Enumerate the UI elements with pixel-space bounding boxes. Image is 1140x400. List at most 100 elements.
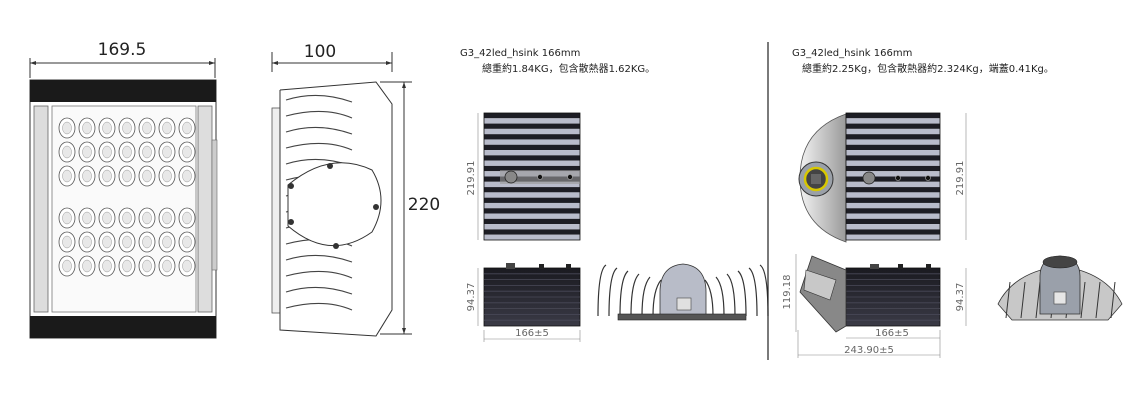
end-fin xyxy=(704,279,714,317)
front-top-cap xyxy=(30,80,216,102)
led-lens-inner xyxy=(62,121,72,135)
end-fin xyxy=(1020,281,1026,319)
led-lens-inner xyxy=(102,259,112,273)
end-fin xyxy=(1080,281,1086,319)
led-lens-inner xyxy=(102,211,112,225)
heatsink-fin xyxy=(846,218,940,225)
front-view: 169.5 xyxy=(29,40,218,339)
led-lens-inner xyxy=(62,211,72,225)
led-lens-inner xyxy=(82,145,92,159)
led-lens-inner xyxy=(82,121,92,135)
fin-rib xyxy=(285,126,353,135)
heatsink-fin xyxy=(484,213,580,219)
heatsink-fin xyxy=(846,181,940,188)
heatsink-fin xyxy=(484,128,580,135)
led-lens-inner xyxy=(162,169,172,183)
end-fin xyxy=(726,273,736,317)
led-lens-inner xyxy=(162,235,172,249)
model-b-section: G3_42led_hsink 166mm 總重約2.25Kg，包含散熱器約2.3… xyxy=(782,48,1123,358)
end-fin xyxy=(652,279,662,317)
heatsink-fin xyxy=(484,150,580,156)
end-fin xyxy=(1005,281,1011,319)
led-lens-inner xyxy=(122,259,132,273)
led-lens-inner xyxy=(142,145,152,159)
heatsink-fin xyxy=(484,224,580,230)
heatsink-fin xyxy=(484,234,580,240)
heatsink-fin xyxy=(846,160,940,166)
heatsink-fin xyxy=(846,165,940,172)
model-a-side-height-dimension: 94.37 xyxy=(466,283,477,312)
side-depth-dimension: 100 xyxy=(304,42,336,62)
heatsink-fin xyxy=(846,197,940,203)
model-b-side-height-left: 119.18 xyxy=(782,275,793,310)
led-lens-inner xyxy=(122,145,132,159)
led-lens-inner xyxy=(182,169,192,183)
heatsink-fin xyxy=(484,160,580,166)
heatsink-fin xyxy=(846,155,940,161)
end-fin xyxy=(597,264,607,317)
heatsink-fin xyxy=(484,218,580,225)
model-b-length-dimension: 166±5 xyxy=(875,328,909,339)
front-bottom-cap xyxy=(30,316,216,338)
led-lens-inner xyxy=(122,235,132,249)
side-view: 100 220 xyxy=(271,42,440,337)
led-lens-inner xyxy=(142,259,152,273)
heatsink-fin xyxy=(846,139,940,145)
model-a-section: G3_42led_hsink 166mm 總重約1.84KG，包含散熱器1.62… xyxy=(460,48,769,342)
led-lens-inner xyxy=(162,211,172,225)
model-b-weight-note: 總重約2.25Kg，包含散熱器約2.324Kg，端蓋0.41Kg。 xyxy=(802,62,1054,75)
led-lens-inner xyxy=(122,211,132,225)
end-fin xyxy=(1095,281,1101,319)
fin-rib xyxy=(285,110,353,119)
model-a-weight-note: 總重約1.84KG，包含散熱器1.62KG。 xyxy=(482,62,655,75)
end-fin xyxy=(1035,281,1041,319)
led-lens-inner xyxy=(62,235,72,249)
end-fin xyxy=(759,264,769,317)
heatsink-fin xyxy=(484,181,580,188)
heatsink-fin xyxy=(846,150,940,156)
model-a-top-view: 219.91 xyxy=(466,112,581,241)
led-lens-inner xyxy=(82,235,92,249)
led-lens-inner xyxy=(62,145,72,159)
model-a-length-dimension: 166±5 xyxy=(515,328,549,339)
heatsink-fin xyxy=(846,128,940,135)
heatsink-fin xyxy=(484,144,580,151)
led-lens-inner xyxy=(82,169,92,183)
led-lens-inner xyxy=(102,121,112,135)
led-lens-inner xyxy=(162,145,172,159)
heatsink-fin xyxy=(484,118,580,124)
heatsink-fin xyxy=(846,187,940,193)
led-lens-inner xyxy=(82,211,92,225)
model-b-title: G3_42led_hsink 166mm xyxy=(792,48,912,59)
heatsink-fin xyxy=(484,229,580,235)
heatsink-fin xyxy=(846,234,940,240)
model-b-side-view: 119.18 94.37 166±5 243.90±5 xyxy=(782,254,967,358)
led-lens-inner xyxy=(62,259,72,273)
heatsink-fin xyxy=(846,224,940,230)
end-fin xyxy=(619,270,629,317)
heatsink-fin xyxy=(846,113,940,119)
heatsink-fin xyxy=(484,192,580,198)
led-lens-inner xyxy=(62,169,72,183)
fin-rib xyxy=(285,286,353,295)
led-lens-inner xyxy=(182,145,192,159)
model-a-height-dimension: 219.91 xyxy=(466,161,477,196)
end-fin xyxy=(630,273,640,317)
end-fin xyxy=(748,267,758,317)
model-b-top-view: 219.91 xyxy=(798,112,967,243)
led-lens-inner xyxy=(182,235,192,249)
model-b-height-dimension: 219.91 xyxy=(955,161,966,196)
heatsink-fin xyxy=(484,113,580,119)
led-lens-inner xyxy=(142,211,152,225)
led-grid xyxy=(58,117,196,277)
fin-rib xyxy=(285,254,353,263)
heatsink-fin xyxy=(484,208,580,214)
side-end-cap xyxy=(287,162,382,246)
heatsink-fin xyxy=(846,176,940,182)
side-height-dimension: 220 xyxy=(408,195,440,215)
model-a-side-view: 94.37 166±5 xyxy=(466,263,581,342)
heatsink-fin xyxy=(484,134,580,140)
led-lens-inner xyxy=(142,121,152,135)
model-a-end-view xyxy=(597,263,769,321)
